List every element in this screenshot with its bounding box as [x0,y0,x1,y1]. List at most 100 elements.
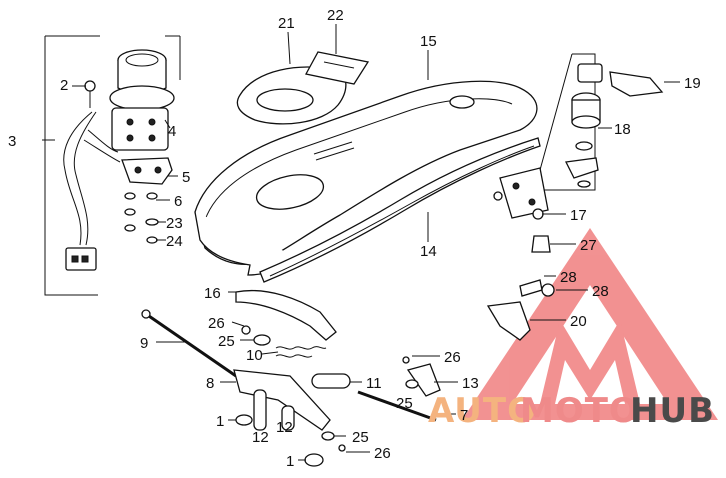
callout-23: 23 [166,215,183,232]
watermark-m-shape [540,320,640,404]
plate-22-stripe [323,61,355,69]
wire-lead [83,139,121,163]
clip-26 [241,325,251,335]
leader-lines [72,24,680,461]
cap-nut-27 [531,235,551,253]
mount-hole [148,118,156,126]
callout-25c: 25 [396,395,413,412]
mount-hole [148,134,156,142]
nut-6 [146,192,158,200]
nut-28 [541,283,555,297]
callout-13: 13 [462,375,479,392]
callout-7: 7 [460,407,468,424]
bracket-hole [134,166,142,174]
bracket-hole [512,182,520,190]
bracket-8 [233,369,331,431]
cover-21-hole [256,88,314,112]
lock-washer [575,141,593,151]
callout-26b: 26 [374,445,391,462]
connector-block [65,247,97,271]
connector-pin [81,255,89,263]
hinge-bracket-17 [499,167,549,219]
callout-18: 18 [614,121,631,138]
rod-9 [145,312,237,378]
group-3-bracket [44,36,98,296]
callout-25a: 25 [218,333,235,350]
callout-17: 17 [570,207,587,224]
group-18-bracket-left [539,53,573,171]
bushing-12 [253,389,267,431]
callout-15: 15 [420,33,437,50]
top-panel-assembly [194,80,541,283]
nut-6 [124,192,136,200]
washer-23 [124,208,136,216]
linkage-assembly [141,289,441,467]
bracket-20 [486,301,531,341]
spring-10 [275,346,327,350]
rail-14-inner [269,145,535,277]
plate-16 [235,289,337,341]
washer-24 [146,236,158,244]
switch-flange [109,85,175,111]
callout-26a: 26 [208,315,225,332]
bracket-hole [528,198,536,206]
switch-key-slot [125,53,159,67]
switch-mount-plate [111,107,169,151]
cover-group [236,51,370,125]
panel-15-opening [255,174,325,210]
watermark-text: AUTO MOTO HUB [428,391,715,431]
callout-8: 8 [206,375,214,392]
panel-15-slot [313,141,353,155]
callout-11: 11 [366,375,382,392]
callout-21: 21 [278,15,295,32]
lock-base [571,115,601,129]
grommet-1 [235,414,253,426]
watermark-auto: AUTO [428,391,537,431]
bushing-12 [281,405,295,431]
ignition-switch-assembly [42,35,181,296]
watermark-logo [462,228,718,420]
callout-3: 3 [8,133,16,150]
latch-19 [609,71,664,97]
callout-4: 4 [168,123,176,140]
callout-27: 27 [580,237,597,254]
washer-25 [405,379,419,389]
washer-23 [145,218,159,226]
callout-14: 14 [420,243,437,260]
bracket-hole [154,166,162,174]
callout-28a: 28 [560,269,577,286]
wire-harness [63,111,93,246]
clip-26 [338,444,346,452]
washer-25 [253,334,271,346]
callout-10: 10 [246,347,263,364]
connector-pin [71,255,79,263]
callout-labels: 2 3 4 5 6 23 24 21 22 15 14 19 18 17 27 … [8,7,701,470]
hinge-bracket-group [486,167,555,341]
callout-1a: 1 [216,413,224,430]
key-19 [577,63,603,83]
grommet-1 [304,453,324,467]
callout-28b: 28 [592,283,609,300]
panel-15-hole [449,95,475,109]
cylinder-11 [311,373,351,389]
callout-12b: 12 [276,419,293,436]
rod-7 [357,390,437,422]
bolt-17 [493,191,503,201]
wire-lead [87,129,119,153]
plate-22 [305,51,370,85]
bracket-5 [121,157,173,185]
lock-cam [565,157,599,179]
bolt-28 [519,279,543,297]
callout-16: 16 [204,285,221,302]
watermark-hub: HUB [630,391,715,431]
callout-19: 19 [684,75,701,92]
screw-2 [84,80,96,92]
clip-26 [402,356,410,364]
callout-9: 9 [140,335,148,352]
callout-1b: 1 [286,453,294,470]
callout-5: 5 [182,169,190,186]
spring-10 [275,354,313,358]
lock-assembly [539,53,664,191]
bolt-17 [532,208,544,220]
